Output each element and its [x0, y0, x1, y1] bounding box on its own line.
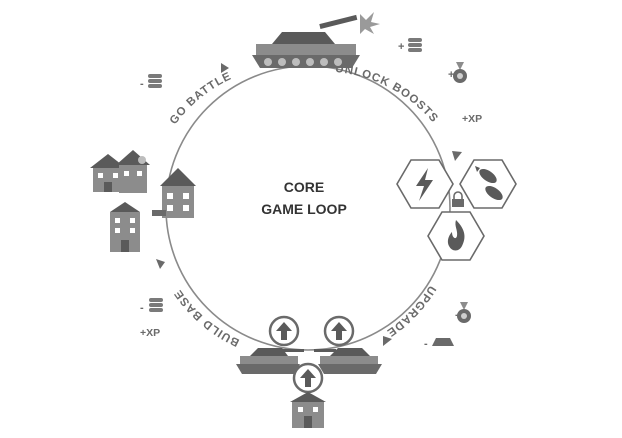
metal-ingot-icon — [432, 338, 454, 346]
base-reward-xp: +XP — [140, 327, 160, 339]
bomb-icon — [475, 166, 503, 201]
coin-stack-icon — [408, 38, 422, 52]
arrow-icon — [452, 151, 462, 161]
upgrade-arrow-icon — [292, 362, 324, 394]
fire-icon — [447, 220, 465, 251]
medal-icon — [453, 62, 467, 83]
building-icon — [290, 392, 326, 428]
boost-fire-hexagon — [427, 211, 485, 261]
title-line-1: CORE — [284, 179, 324, 195]
coin-stack-icon — [148, 74, 162, 88]
boost-bombs-hexagon — [459, 159, 517, 209]
lightning-icon — [416, 168, 433, 201]
arrow-icon — [221, 63, 229, 73]
arrow-icon — [156, 259, 165, 269]
battle-cost-minus: - — [140, 78, 144, 90]
step-label-upgrade: UPGRADE — [384, 283, 438, 338]
upgrade-cost-minus-1: - — [455, 309, 459, 321]
house-icon — [116, 150, 150, 193]
padlock-icon — [452, 191, 464, 207]
tank-icon — [314, 348, 382, 374]
factory-icon — [152, 168, 196, 218]
step-label-build-base: BUILD BASE — [172, 287, 241, 348]
boost-lightning-hexagon — [396, 159, 454, 209]
tank-icon — [236, 348, 304, 374]
upgrade-arrow-icon — [323, 315, 355, 347]
step-label-go-battle: GO BATTLE — [168, 70, 234, 127]
battle-reward-plus: + — [398, 41, 404, 53]
boost-reward-xp: +XP — [462, 113, 482, 125]
boost-reward-plus: + — [448, 69, 454, 81]
upgrade-cost-minus-2: - — [424, 338, 428, 350]
coin-stack-icon — [149, 298, 163, 312]
apartment-icon — [110, 202, 140, 252]
tank-firing-icon — [252, 12, 380, 68]
arrow-icon — [383, 336, 392, 346]
base-cost-minus: - — [140, 302, 144, 314]
title-line-2: GAME LOOP — [261, 201, 347, 217]
upgrade-arrow-icon — [268, 315, 300, 347]
medal-icon — [457, 302, 471, 323]
step-label-unlock-boosts: UNLOCK BOOSTS — [335, 63, 441, 125]
